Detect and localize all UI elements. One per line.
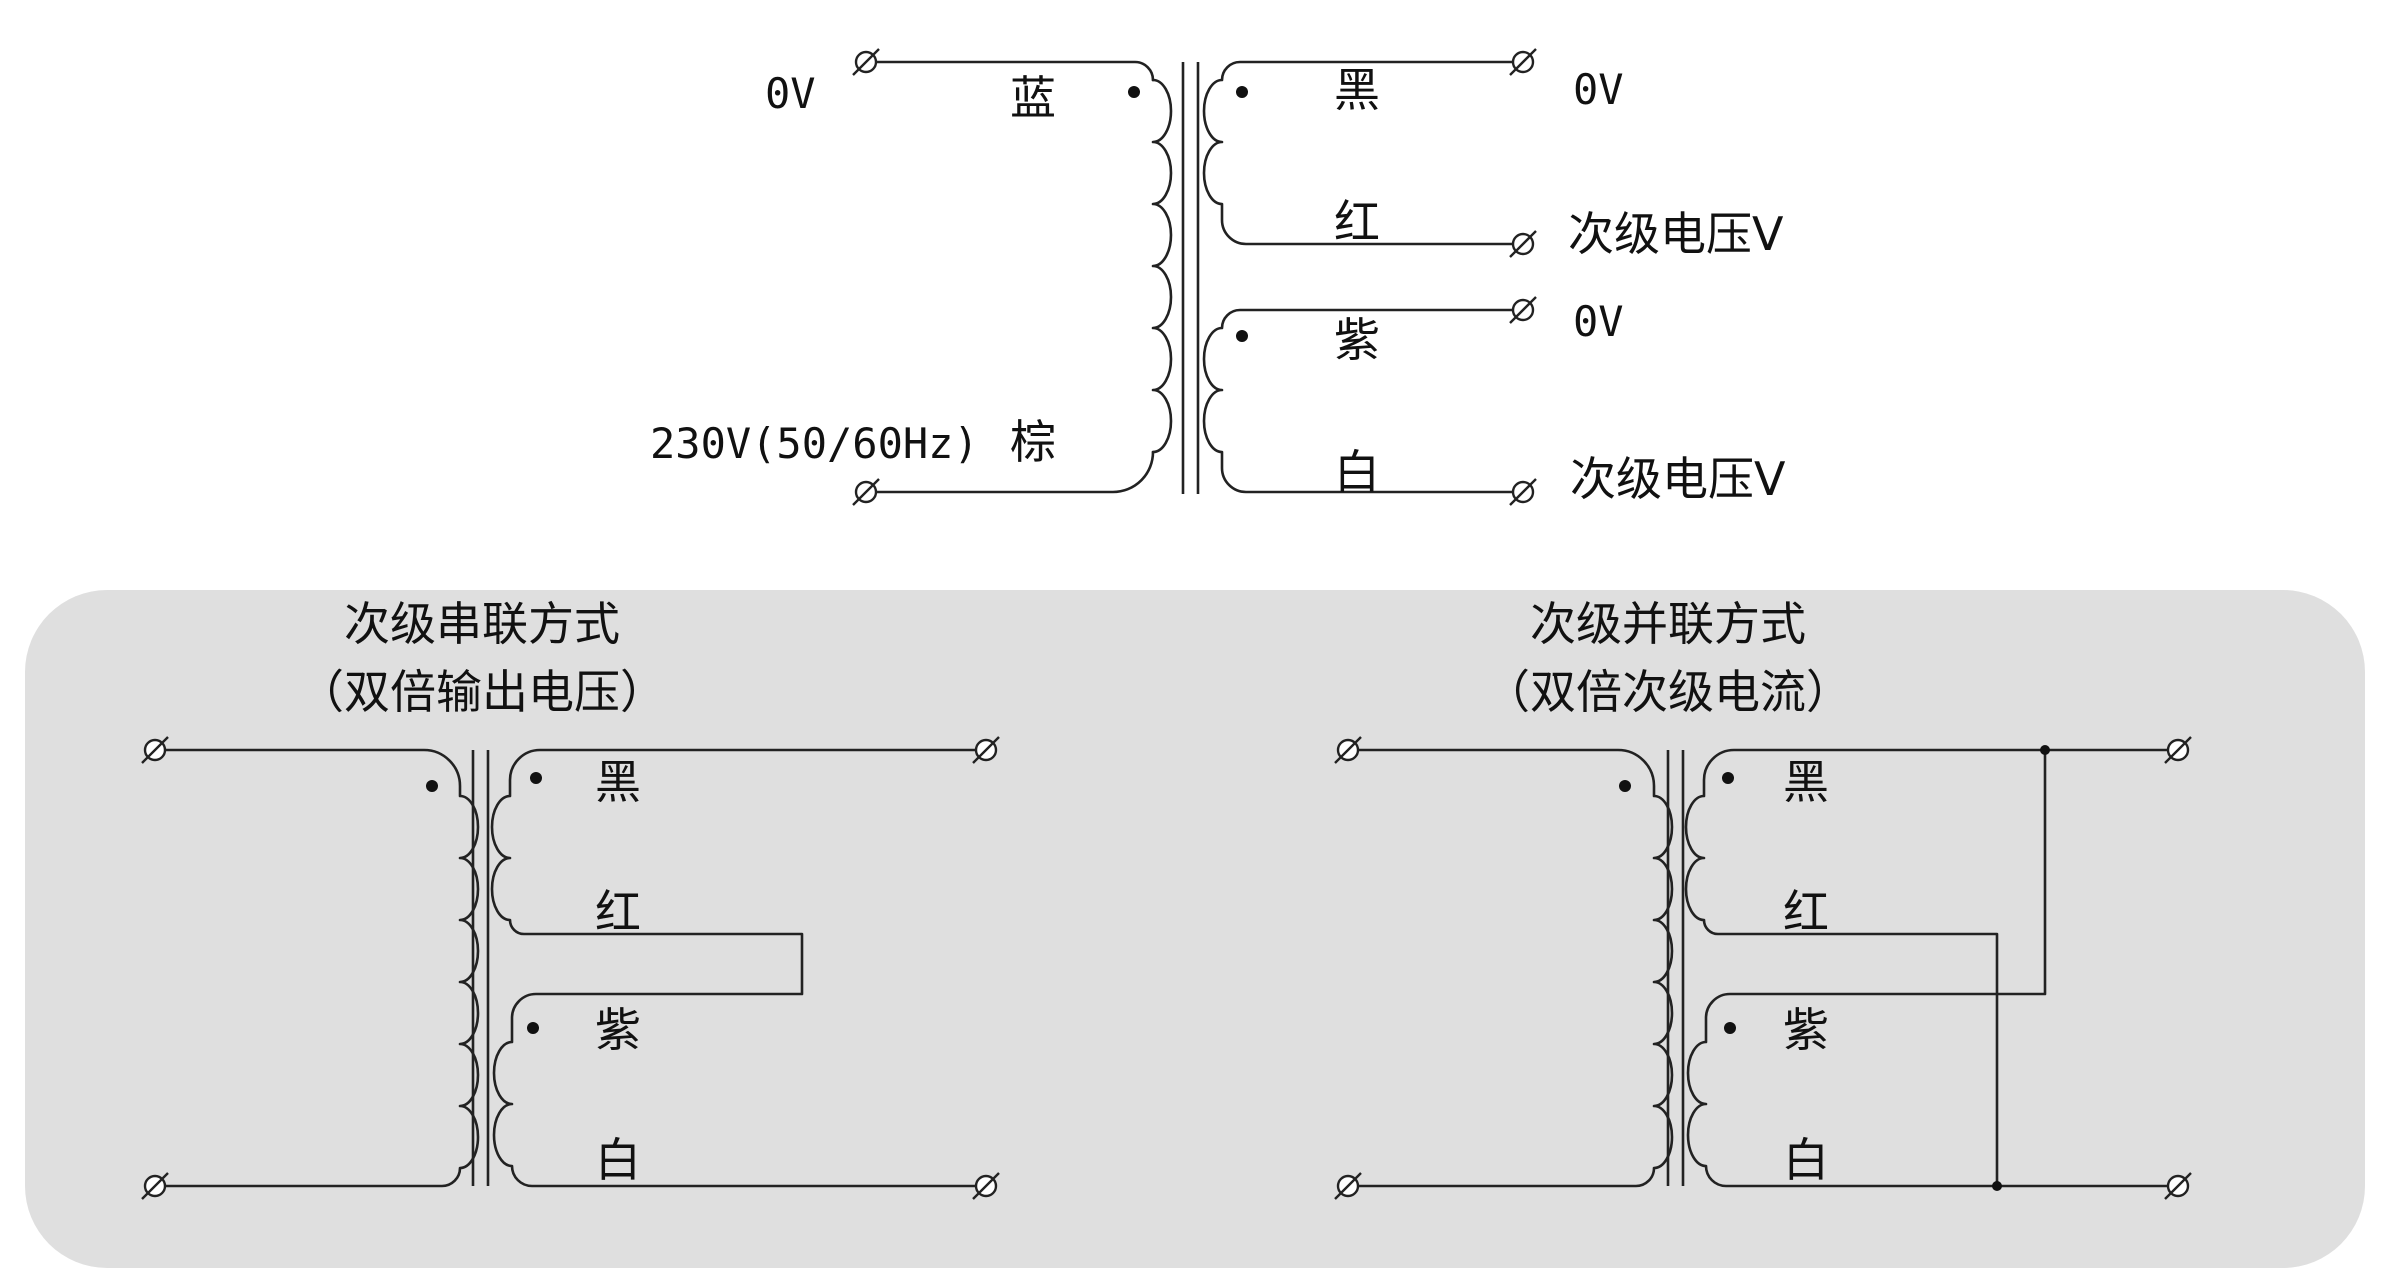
series-label-black: 黑 xyxy=(595,755,641,809)
primary-color-top-label: 蓝 xyxy=(1010,71,1056,125)
secondary-1-voltage-top-label: 0V xyxy=(1573,65,1624,114)
secondary-2-polarity-dot xyxy=(1236,330,1248,342)
parallel-primary-polarity-dot xyxy=(1619,780,1631,792)
terminal-primary-bottom xyxy=(852,478,880,506)
top-transformer: 0V 蓝 230V(50/60Hz) 棕 黑 0V 红 次级电压V 紫 0V 白… xyxy=(650,48,1786,506)
configurations-panel xyxy=(25,590,2365,1268)
series-subtitle: （双倍输出电压） xyxy=(298,665,666,719)
series-configuration: 次级串联方式 （双倍输出电压） 黑 红 紫 白 xyxy=(141,597,1000,1200)
parallel-terminal-output-top xyxy=(2164,736,2192,764)
terminal-purple xyxy=(1509,296,1537,324)
secondary-1-polarity-dot xyxy=(1236,86,1248,98)
series-terminal-output-bottom xyxy=(972,1172,1000,1200)
secondary-2-winding xyxy=(1202,308,1515,494)
primary-color-bottom-label: 棕 xyxy=(1010,415,1056,469)
primary-voltage-top-label: 0V xyxy=(765,69,816,118)
series-label-white: 白 xyxy=(595,1133,641,1187)
terminal-red xyxy=(1509,230,1537,258)
secondary-1-color-bottom-label: 红 xyxy=(1334,195,1380,249)
series-purple-polarity-dot xyxy=(527,1022,539,1034)
primary-coil xyxy=(1151,78,1173,454)
parallel-subtitle: （双倍次级电流） xyxy=(1484,665,1852,719)
primary-top-wire xyxy=(875,60,1155,82)
series-label-red: 红 xyxy=(595,885,641,939)
parallel-junction-bottom xyxy=(1992,1181,2002,1191)
secondary-1-voltage-bottom-label: 次级电压V xyxy=(1568,207,1784,261)
terminal-primary-top xyxy=(852,48,880,76)
secondary-2-voltage-top-label: 0V xyxy=(1573,297,1624,346)
parallel-configuration: 次级并联方式 （双倍次级电流） 黑 红 紫 白 xyxy=(1334,597,2192,1200)
parallel-terminal-output-bottom xyxy=(2164,1172,2192,1200)
parallel-junction-top xyxy=(2040,745,2050,755)
series-terminal-output-top xyxy=(972,736,1000,764)
primary-voltage-bottom-label: 230V(50/60Hz) xyxy=(650,419,979,468)
secondary-2-voltage-bottom-label: 次级电压V xyxy=(1570,452,1786,506)
secondary-2-color-bottom-label: 白 xyxy=(1334,445,1380,499)
secondary-2-color-top-label: 紫 xyxy=(1334,313,1380,367)
parallel-secondary-2-winding xyxy=(1686,748,2169,1188)
primary-bottom-wire xyxy=(875,450,1155,494)
terminal-black xyxy=(1509,48,1537,76)
secondary-1-winding xyxy=(1202,60,1515,246)
parallel-purple-polarity-dot xyxy=(1724,1022,1736,1034)
parallel-label-white: 白 xyxy=(1783,1133,1829,1187)
series-terminal-primary-top xyxy=(141,736,169,764)
parallel-label-purple: 紫 xyxy=(1783,1003,1829,1057)
parallel-terminal-primary-bottom xyxy=(1334,1172,1362,1200)
series-terminal-primary-bottom xyxy=(141,1172,169,1200)
series-label-purple: 紫 xyxy=(595,1003,641,1057)
parallel-label-black: 黑 xyxy=(1783,755,1829,809)
parallel-black-polarity-dot xyxy=(1722,772,1734,784)
series-black-polarity-dot xyxy=(530,772,542,784)
parallel-secondary-1-winding xyxy=(1684,748,2169,1188)
parallel-title: 次级并联方式 xyxy=(1530,597,1806,651)
parallel-label-red: 红 xyxy=(1783,885,1829,939)
terminal-white xyxy=(1509,478,1537,506)
series-primary-polarity-dot xyxy=(426,780,438,792)
series-secondary-winding xyxy=(490,748,977,1188)
parallel-terminal-primary-top xyxy=(1334,736,1362,764)
series-title: 次级串联方式 xyxy=(344,597,620,651)
secondary-1-color-top-label: 黑 xyxy=(1334,63,1380,117)
primary-polarity-dot xyxy=(1128,86,1140,98)
